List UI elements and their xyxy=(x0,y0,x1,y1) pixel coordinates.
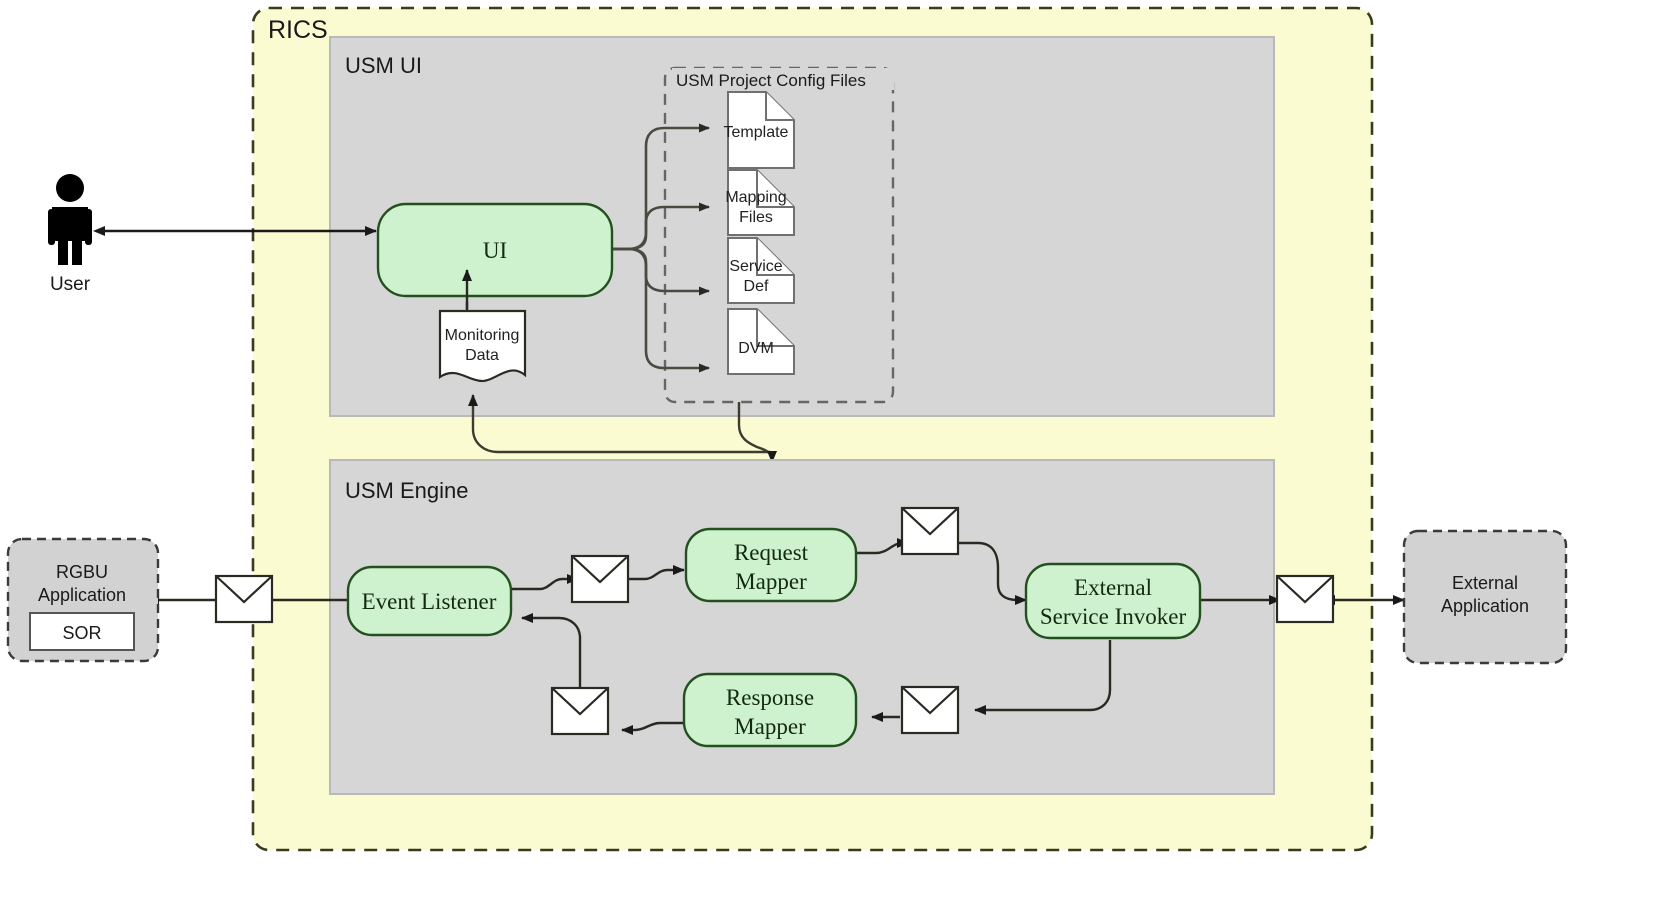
node-response-mapper-label-2: Mapper xyxy=(734,714,806,739)
node-response-mapper-label-1: Response xyxy=(726,685,814,710)
node-invoker-label-1: External xyxy=(1074,575,1152,600)
node-invoker-label-2: Service Invoker xyxy=(1040,604,1187,629)
document-template-fold xyxy=(765,92,794,121)
sor-label: SOR xyxy=(62,623,101,643)
document-dvm-label: DVM xyxy=(738,340,774,357)
person-icon xyxy=(48,174,92,265)
connector-response-mapper-to-message xyxy=(621,721,684,735)
document-mapping-files-fold xyxy=(756,170,794,208)
node-response-mapper[interactable] xyxy=(682,672,858,748)
node-request-mapper-label-1: Request xyxy=(734,540,809,565)
config-files-group-label: USM Project Config Files xyxy=(676,71,866,90)
envelope-icon-request-to-invoker xyxy=(900,506,960,556)
document-mapping-files-label-1: Mapping xyxy=(725,189,786,206)
config-group-label-backing xyxy=(672,68,894,90)
external-application-label-2: Application xyxy=(1441,596,1529,616)
rgbu-application-label-1: RGBU xyxy=(56,562,108,582)
connector-message-to-invoker xyxy=(958,541,1027,605)
user-label: User xyxy=(50,274,91,295)
usm-engine-label: USM Engine xyxy=(345,478,469,503)
external-application-label-1: External xyxy=(1452,573,1518,593)
document-monitoring-data-label-1: Monitoring xyxy=(445,327,520,344)
connector-message-to-event-listener-return xyxy=(521,613,582,688)
envelope-icon-listener-to-request xyxy=(570,554,630,604)
document-template-label: Template xyxy=(724,124,789,141)
document-service-def-label-1: Service xyxy=(729,258,782,275)
external-application[interactable] xyxy=(1402,529,1568,665)
usm-ui-label: USM UI xyxy=(345,53,422,78)
rgbu-application-label-2: Application xyxy=(38,585,126,605)
connector-engine-to-monitoring-data xyxy=(468,394,770,454)
document-dvm-fold xyxy=(756,309,794,347)
node-event-listener[interactable] xyxy=(346,565,513,637)
connector-invoker-to-message xyxy=(974,640,1112,715)
envelope-icon-external-boundary xyxy=(1275,574,1335,624)
document-monitoring-data-label-2: Data xyxy=(465,347,499,364)
envelope-icon-invoker-to-response xyxy=(900,685,960,735)
connector-config-files-to-engine xyxy=(737,402,777,463)
rics-label: RICS xyxy=(268,16,328,44)
document-service-def-label-2: Def xyxy=(744,278,769,295)
connector-event-listener-to-message xyxy=(510,574,579,591)
document-mapping-files-label-2: Files xyxy=(739,209,773,226)
connector-ui-to-dvm xyxy=(612,247,710,373)
envelope-icon-response-to-listener xyxy=(550,686,610,736)
node-ui-label: UI xyxy=(483,238,507,263)
envelope-icon-rgbu-boundary xyxy=(214,574,274,624)
node-external-service-invoker[interactable] xyxy=(1024,562,1202,640)
node-request-mapper[interactable] xyxy=(684,527,858,603)
connector-message-to-request-mapper xyxy=(628,565,685,581)
document-monitoring-data-shape xyxy=(438,309,527,383)
connector-ui-to-mapping-files xyxy=(612,202,710,251)
sor-box[interactable] xyxy=(29,612,135,651)
node-request-mapper-label-2: Mapper xyxy=(735,569,807,594)
document-service-def-fold xyxy=(756,238,794,276)
node-ui[interactable] xyxy=(376,202,614,298)
node-event-listener-label: Event Listener xyxy=(362,589,497,614)
